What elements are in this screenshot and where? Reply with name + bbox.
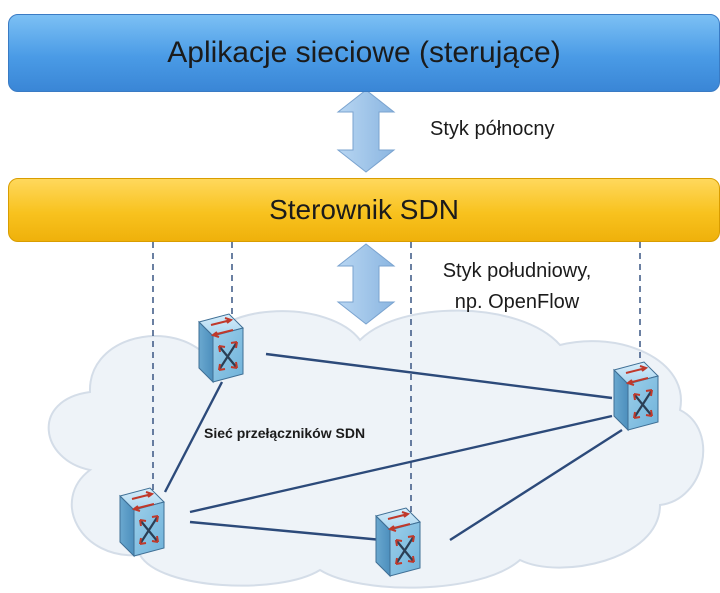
southbound-arrow-icon [336,243,396,325]
northbound-interface-label: Styk północny [430,114,555,145]
southbound-interface-label: Styk południowy, np. OpenFlow [424,256,610,318]
northbound-arrow-icon [336,89,396,173]
southbound-interface-text-line1: Styk południowy, [442,260,592,282]
sdn-controller-bar: Sterownik SDN [8,178,720,242]
applications-layer-label: Aplikacje sieciowe (sterujące) [167,36,561,69]
northbound-interface-text: Styk północny [430,118,555,140]
switch-icon-bottom [374,506,422,578]
applications-layer-bar: Aplikacje sieciowe (sterujące) [8,14,720,92]
switch-network-label: Sieć przełączników SDN [204,425,366,441]
southbound-interface-text-line2: np. OpenFlow [454,291,580,313]
switch-icon-right [612,360,660,432]
switch-icon-left [118,486,166,558]
switch-icon-top [197,312,245,384]
control-channel-lines [152,242,641,516]
sdn-controller-label: Sterownik SDN [269,194,459,225]
network-links [163,352,623,542]
